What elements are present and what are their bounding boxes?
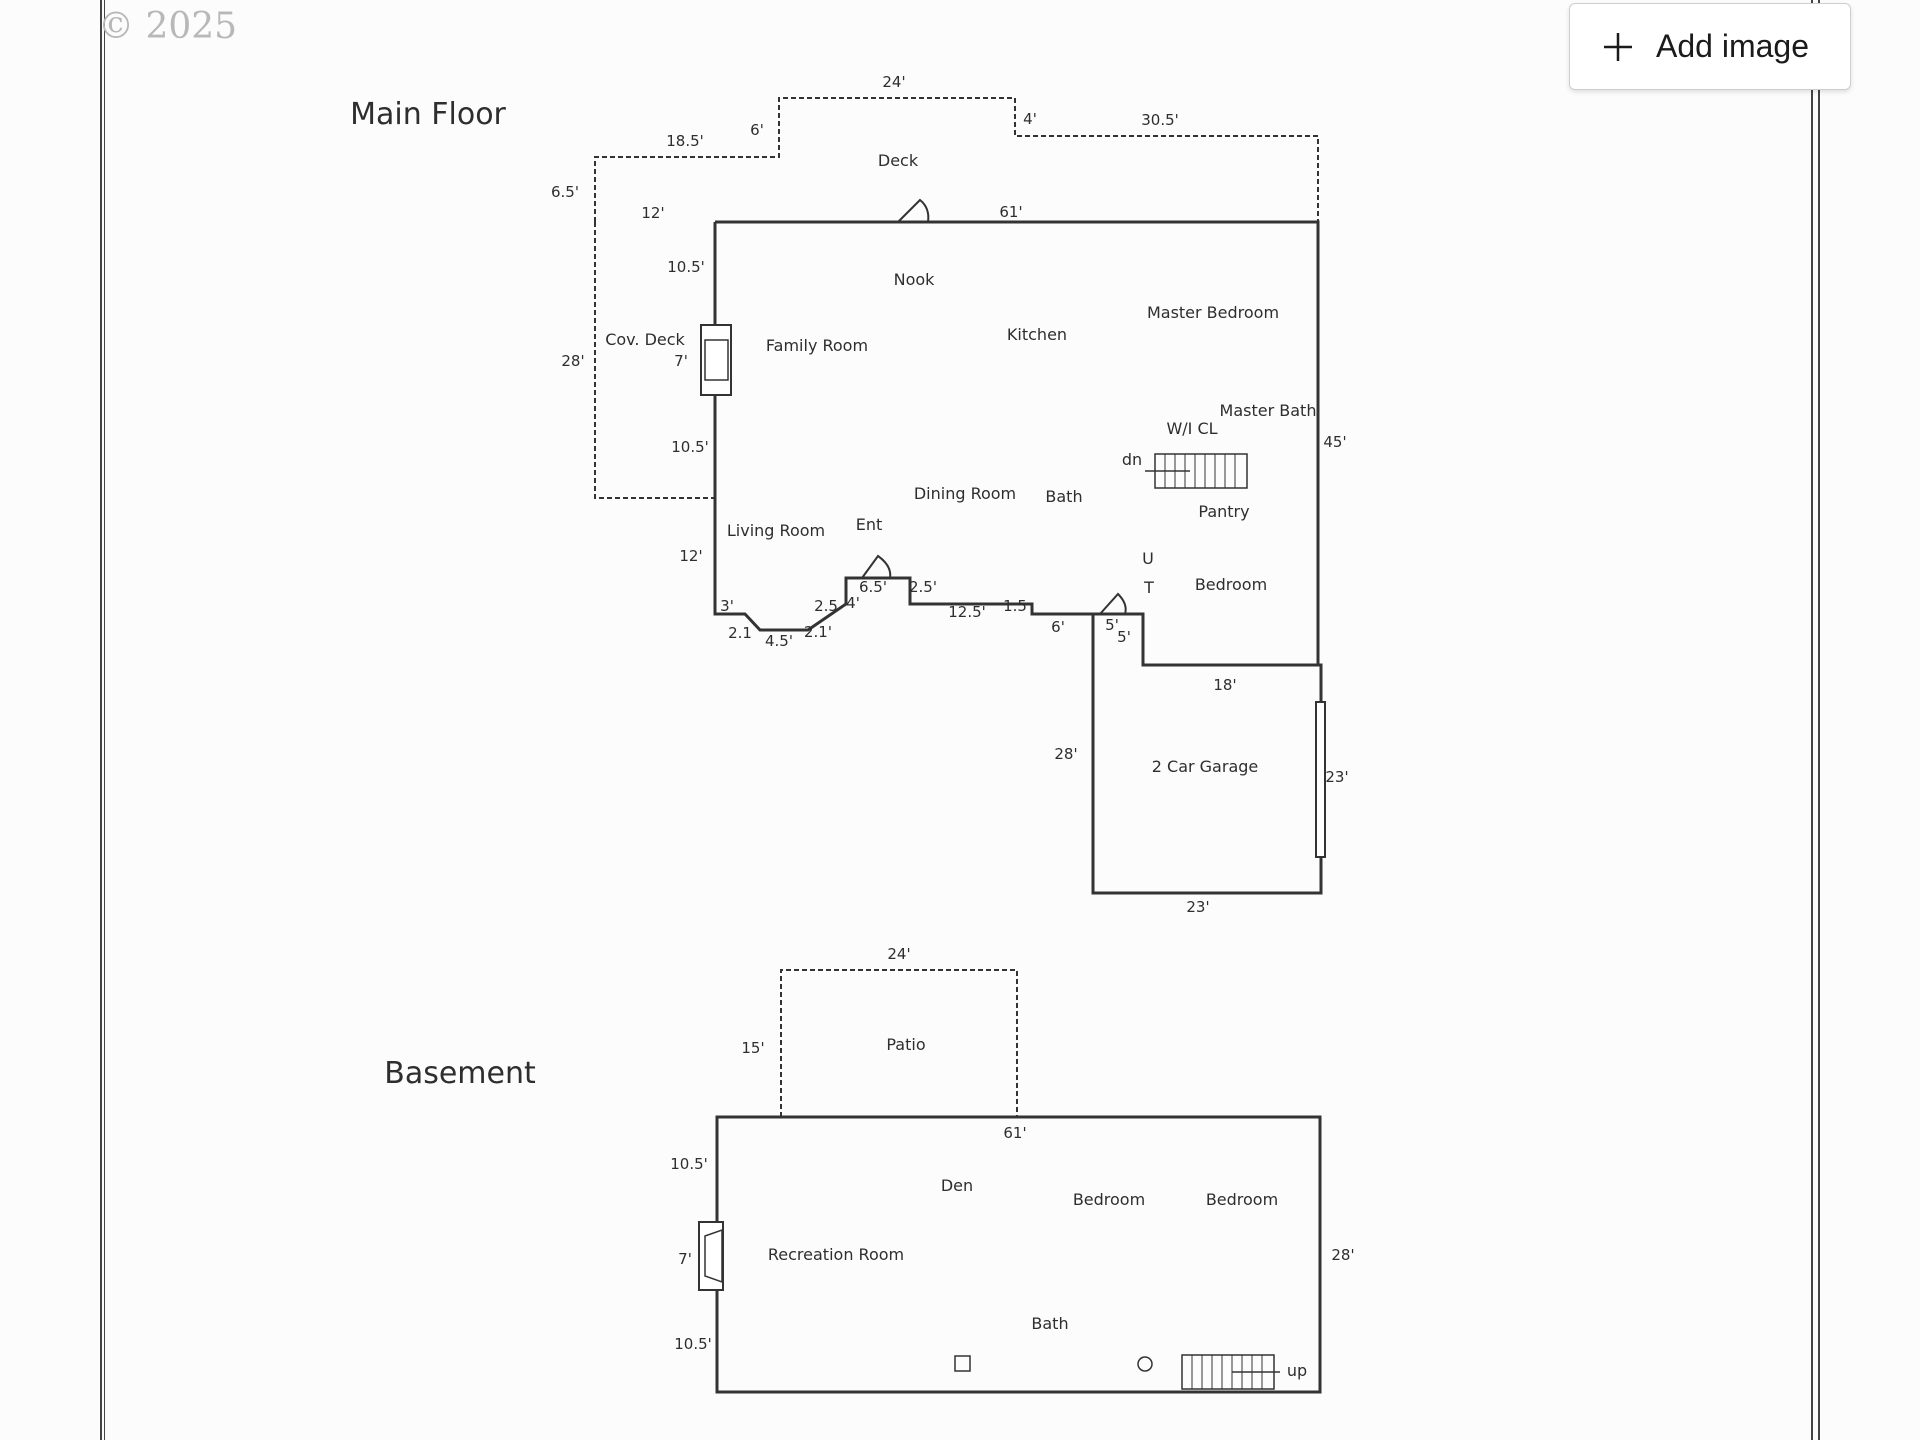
deck-outline (594, 97, 1319, 222)
room-label: Patio (886, 1035, 925, 1054)
deck-door-swing (897, 198, 930, 223)
side-door-swing (1099, 592, 1127, 615)
basement-fireplace (698, 1221, 724, 1291)
room-label: Master Bedroom (1147, 303, 1279, 322)
svg-text:61': 61' (1003, 1124, 1026, 1142)
room-label: Den (941, 1176, 973, 1195)
room-label: Bath (1045, 487, 1082, 506)
fireplace (700, 324, 732, 396)
basement-title: Basement (384, 1056, 536, 1091)
garage-wall (1091, 614, 1323, 895)
svg-text:10.5': 10.5' (667, 258, 705, 276)
svg-text:4.5': 4.5' (765, 632, 793, 650)
room-label: Master Bath (1220, 401, 1317, 420)
room-label: T (1143, 578, 1154, 597)
basement-labels: Basement Patio Den Bedroom Bedroom Recre… (384, 945, 1354, 1380)
garage-door (1315, 701, 1326, 858)
room-label: dn (1122, 450, 1142, 469)
svg-text:6.5': 6.5' (859, 578, 887, 596)
patio-outline (780, 969, 1018, 1117)
left-frame-border-inner (104, 0, 105, 1440)
svg-text:2.5': 2.5' (909, 578, 937, 596)
svg-text:1.5: 1.5 (1003, 597, 1027, 615)
main-floor-title: Main Floor (350, 97, 506, 132)
svg-text:5': 5' (1105, 616, 1119, 634)
entry-door-swing (861, 554, 892, 579)
covered-deck-outline (594, 222, 715, 499)
right-frame-border (1811, 0, 1813, 1440)
water-heater-symbol (1137, 1356, 1153, 1372)
basement-plan (698, 969, 1322, 1394)
room-label: Cov. Deck (605, 330, 685, 349)
add-image-button[interactable]: Add image (1569, 3, 1851, 90)
svg-text:23': 23' (1186, 898, 1209, 916)
room-label: Ent (856, 515, 883, 534)
copyright-watermark: © 2025 (98, 6, 238, 47)
svg-text:4': 4' (846, 594, 860, 612)
svg-text:30.5': 30.5' (1141, 111, 1179, 129)
svg-text:28': 28' (1331, 1246, 1354, 1264)
room-label: Bedroom (1206, 1190, 1278, 1209)
svg-text:24': 24' (882, 73, 905, 91)
right-frame-border-inner (1818, 0, 1820, 1440)
svg-text:28': 28' (561, 352, 584, 370)
room-label: 2 Car Garage (1152, 757, 1259, 776)
room-label: Family Room (766, 336, 868, 355)
furnace-symbol (954, 1355, 971, 1372)
room-label: U (1142, 549, 1154, 568)
room-label: Bath (1031, 1314, 1068, 1333)
room-label: Kitchen (1007, 325, 1067, 344)
main-stairs-treads (1164, 454, 1236, 488)
room-label: W/I CL (1166, 419, 1217, 438)
room-label: Bedroom (1073, 1190, 1145, 1209)
room-label: Deck (878, 151, 919, 170)
room-label: Bedroom (1195, 575, 1267, 594)
svg-text:10.5': 10.5' (674, 1335, 712, 1353)
svg-text:45': 45' (1323, 433, 1346, 451)
basement-dimensions: 24' 15' 61' 10.5' 7' 10.5' 28' (670, 945, 1354, 1353)
svg-text:5': 5' (1117, 628, 1131, 646)
room-label: Dining Room (914, 484, 1016, 503)
svg-text:2.1: 2.1 (728, 624, 752, 642)
svg-text:12.5': 12.5' (948, 603, 986, 621)
svg-text:18': 18' (1213, 676, 1236, 694)
room-label: Pantry (1198, 502, 1249, 521)
svg-text:6': 6' (750, 121, 764, 139)
svg-text:3': 3' (720, 597, 734, 615)
room-label: Recreation Room (768, 1245, 904, 1264)
svg-text:61': 61' (999, 203, 1022, 221)
basement-fireplace-inner (704, 1228, 723, 1284)
svg-text:6': 6' (1051, 618, 1065, 636)
svg-text:28': 28' (1054, 745, 1077, 763)
svg-text:23': 23' (1325, 768, 1348, 786)
svg-text:12': 12' (641, 204, 664, 222)
svg-text:2.5: 2.5 (814, 597, 838, 615)
svg-text:18.5': 18.5' (666, 132, 704, 150)
svg-text:4': 4' (1023, 110, 1037, 128)
svg-text:24': 24' (887, 945, 910, 963)
left-frame-border (100, 0, 102, 1440)
room-label: up (1287, 1361, 1307, 1380)
svg-text:7': 7' (678, 1250, 692, 1268)
svg-text:12': 12' (679, 547, 702, 565)
main-floor-dimensions: 24' 6' 4' 30.5' 18.5' 6.5' 12' 61' 10.5'… (551, 73, 1349, 916)
svg-text:15': 15' (741, 1039, 764, 1057)
svg-text:6.5': 6.5' (551, 183, 579, 201)
main-floor-plan (594, 97, 1326, 895)
main-floor-labels: Main Floor Deck Nook Cov. Deck Family Ro… (350, 73, 1349, 916)
room-label: Nook (894, 270, 936, 289)
add-image-label: Add image (1656, 28, 1809, 64)
svg-text:2.1': 2.1' (804, 623, 832, 641)
fireplace-inner (704, 339, 729, 381)
svg-text:10.5': 10.5' (670, 1155, 708, 1173)
svg-text:7': 7' (674, 352, 688, 370)
svg-text:10.5': 10.5' (671, 438, 709, 456)
room-label: Living Room (727, 521, 825, 540)
plus-icon (1604, 32, 1632, 61)
